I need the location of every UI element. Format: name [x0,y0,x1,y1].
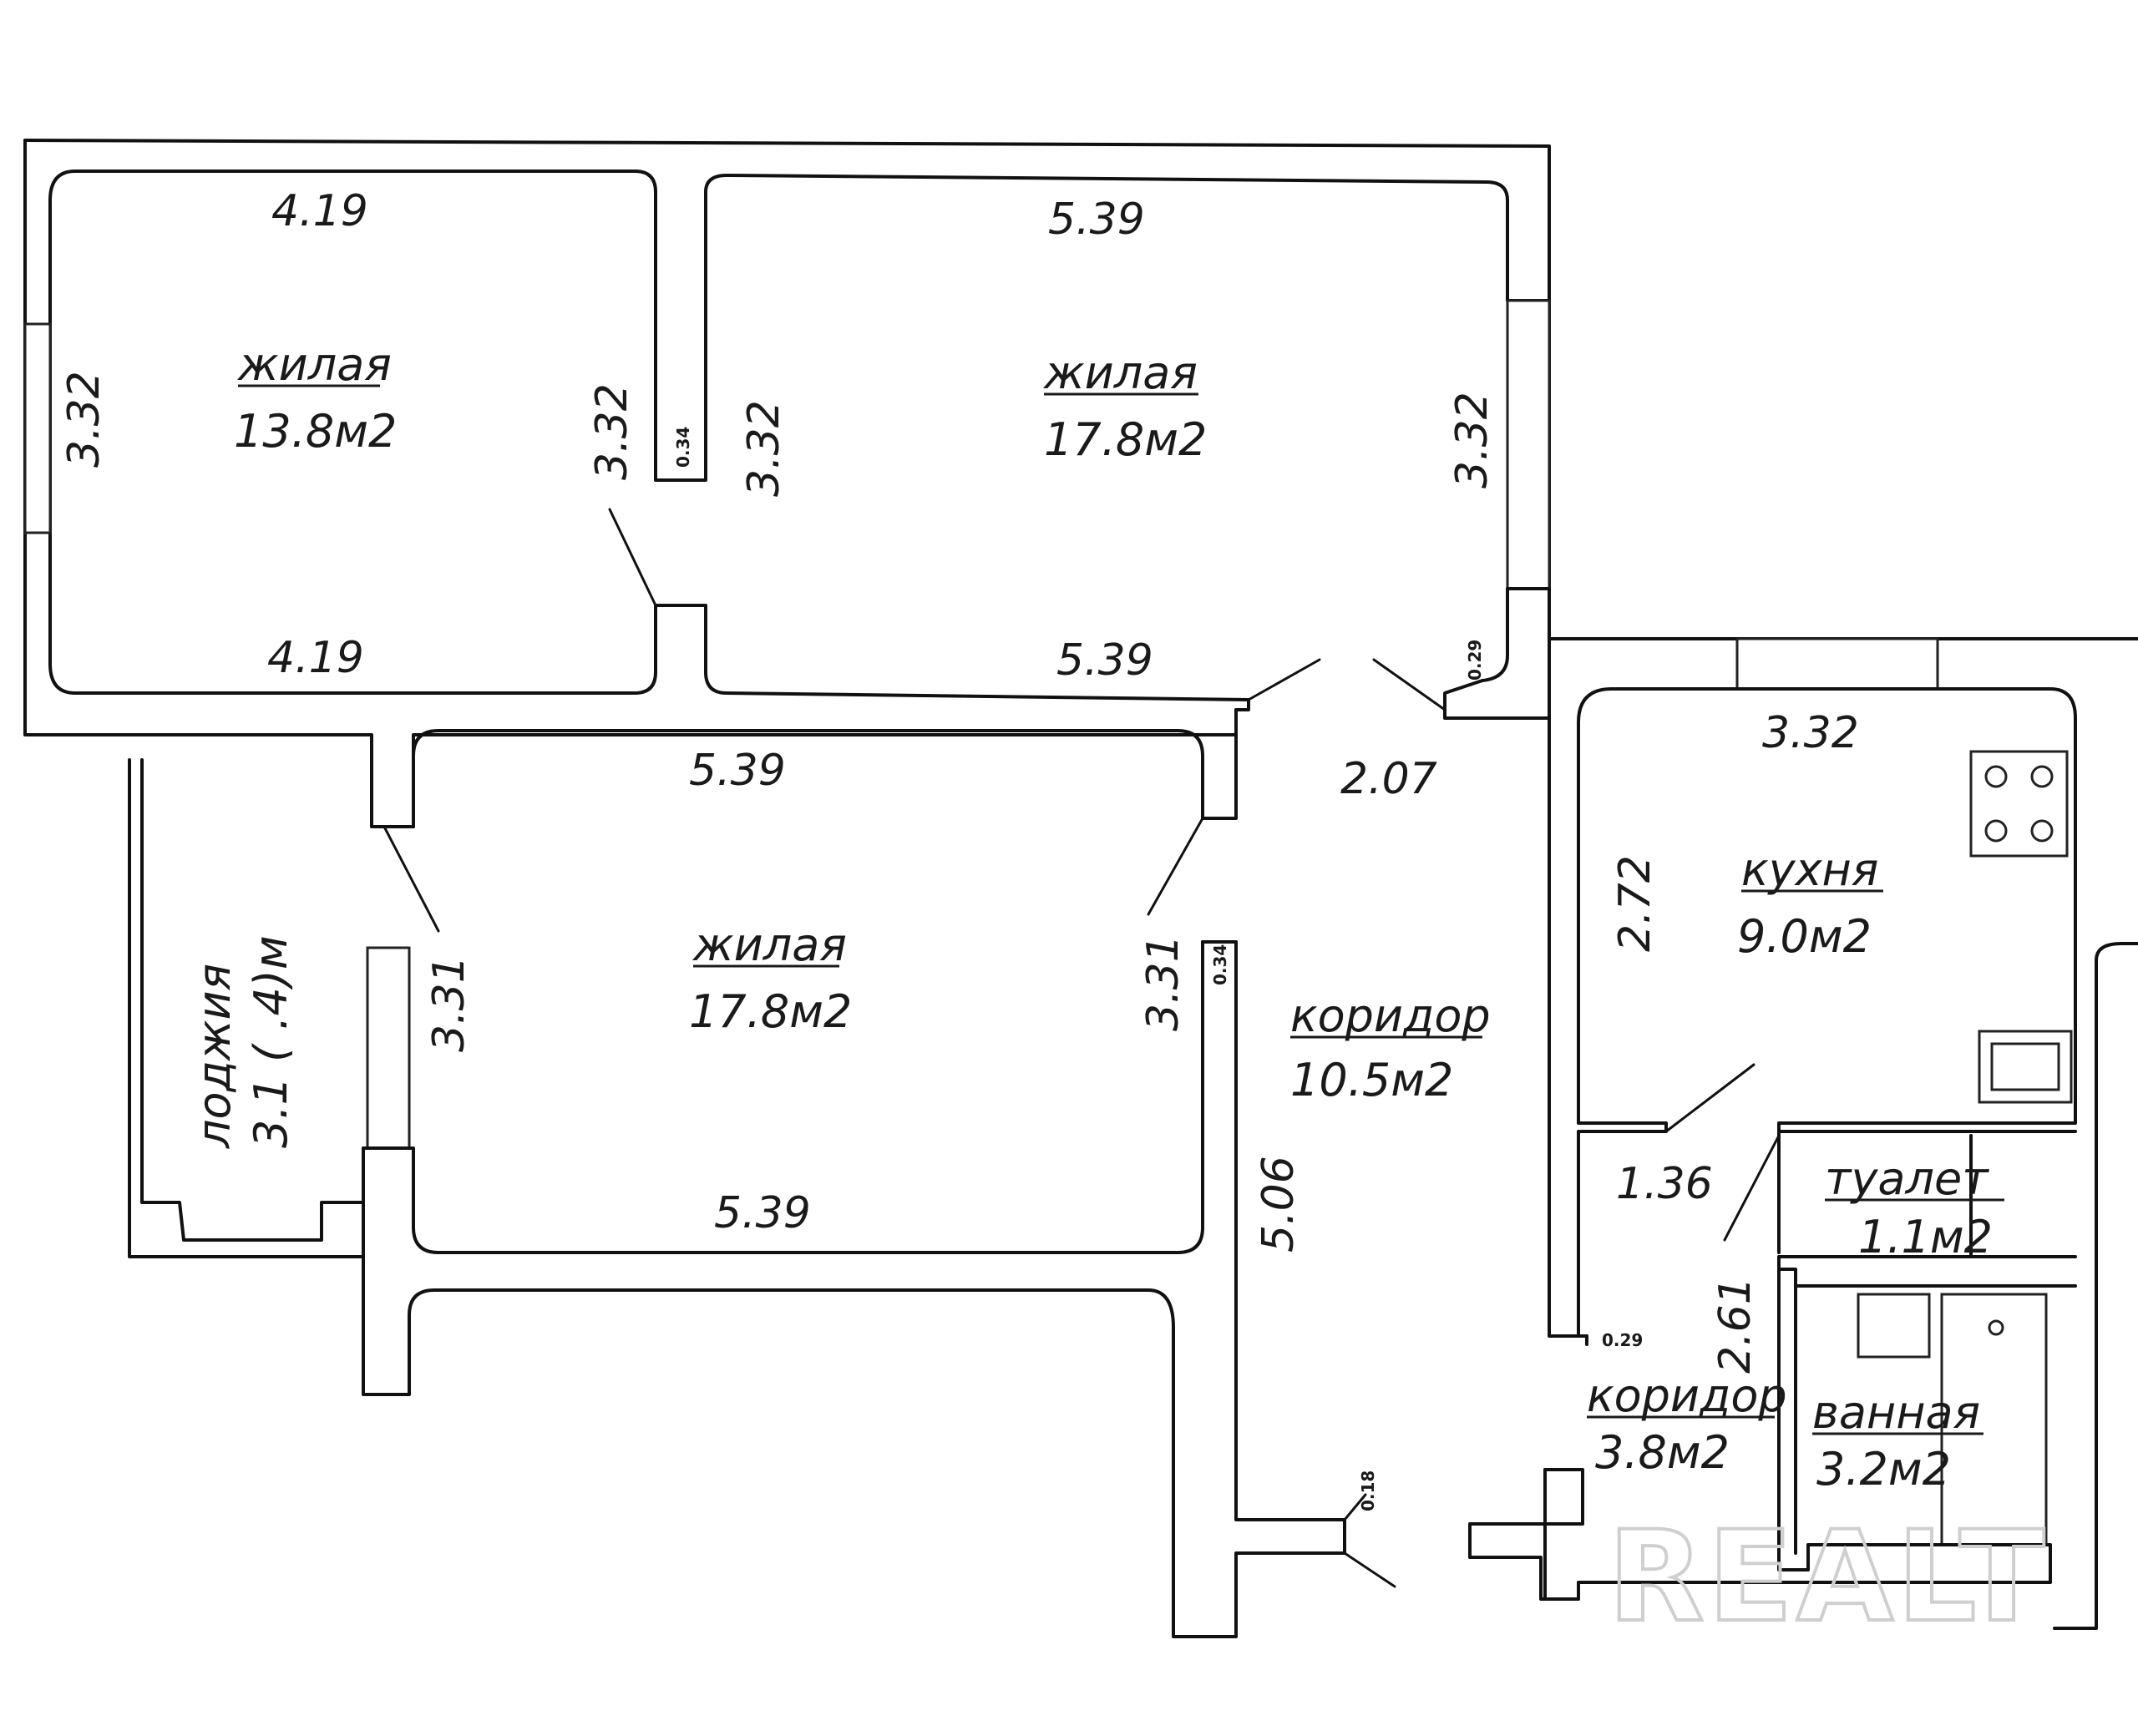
dim-b1-top: 4.19 [271,186,368,236]
bathtub-icon [1940,1293,2048,1546]
room-kitchen [1577,637,2077,1338]
dim-corridor-length: 5.06 [1254,1156,1304,1253]
dim-b1-right: 3.32 [587,383,637,480]
room-area-living: 17.8м2 [689,985,852,1038]
window-living [366,946,411,1150]
dim-b2-left: 3.32 [739,400,789,497]
dim-b2-top: 5.39 [1048,195,1145,245]
dim-wall-018: 0.18 [1358,1470,1378,1511]
room-bedroom-2 [1443,299,1551,720]
dim-b1-bottom: 4.19 [267,633,364,683]
watermark: REALT [1608,1505,2048,1650]
dim-lr-left: 3.31 [424,955,474,1052]
room-area-corridor: 10.5м2 [1290,1054,1453,1106]
dim-lr-bottom: 5.39 [714,1188,811,1238]
dim-lr-right: 3.31 [1138,934,1188,1031]
dim-partition-b1-b2: 0.34 [673,427,693,468]
room-name-bathroom: ванная [1812,1386,1980,1439]
dim-corridor-width: 2.07 [1340,754,1437,804]
room-name-corridor: коридор [1290,989,1491,1042]
room-area-loggia: 3.1 ( .4)м [245,935,297,1148]
dim-wall-k: 0.29 [1465,640,1485,681]
dim-kitchen-top: 3.32 [1762,708,1859,758]
dim-wall-k2: 0.29 [1602,1330,1643,1350]
dim-lr-top: 5.39 [689,746,786,796]
window-bedroom-2 [1506,299,1551,590]
dim-kitchen-left: 2.72 [1610,855,1660,952]
room-name-toilet: туалет [1825,1152,1989,1205]
washbasin-icon [1857,1293,1931,1359]
room-name-bedroom-2: жилая [1042,347,1198,399]
window-kitchen [1735,637,1939,691]
room-bedroom-1 [23,170,1509,711]
room-loggia [128,758,365,1258]
room-area-toilet: 1.1м2 [1858,1211,1993,1263]
door-swings [383,508,1781,1588]
room-area-small-corridor: 3.8м2 [1595,1426,1730,1479]
room-name-bedroom-1: жилая [236,338,392,391]
room-wet-area [1468,1130,2077,1601]
room-name-living: жилая [692,919,847,971]
room-labels: жилая 13.8м2 жилая 17.8м2 жилая 17.8м2 к… [188,338,2004,1496]
dim-small-corridor-width: 1.36 [1616,1159,1713,1209]
room-name-kitchen: кухня [1741,843,1878,896]
dim-small-corridor-height: 2.61 [1710,1277,1761,1374]
dim-b1-left: 3.32 [59,371,109,468]
stove-icon [1969,750,2069,858]
window-bedroom-1 [23,322,52,534]
room-name-loggia: лоджия [188,964,241,1149]
room-area-bedroom-1: 13.8м2 [234,405,397,458]
room-living [362,708,1346,1638]
room-area-kitchen: 9.0м2 [1737,910,1872,963]
room-area-bathroom: 3.2м2 [1816,1443,1951,1496]
dim-partition-lr-corridor: 0.34 [1210,944,1230,985]
dim-b2-right: 3.32 [1447,392,1497,488]
dim-b2-bottom: 5.39 [1056,635,1153,686]
dimension-labels: 4.19 4.19 3.32 3.32 5.39 5.39 3.32 3.32 … [59,186,1859,1511]
room-name-small-corridor: коридор [1587,1369,1787,1422]
room-area-bedroom-2: 17.8м2 [1044,413,1207,466]
